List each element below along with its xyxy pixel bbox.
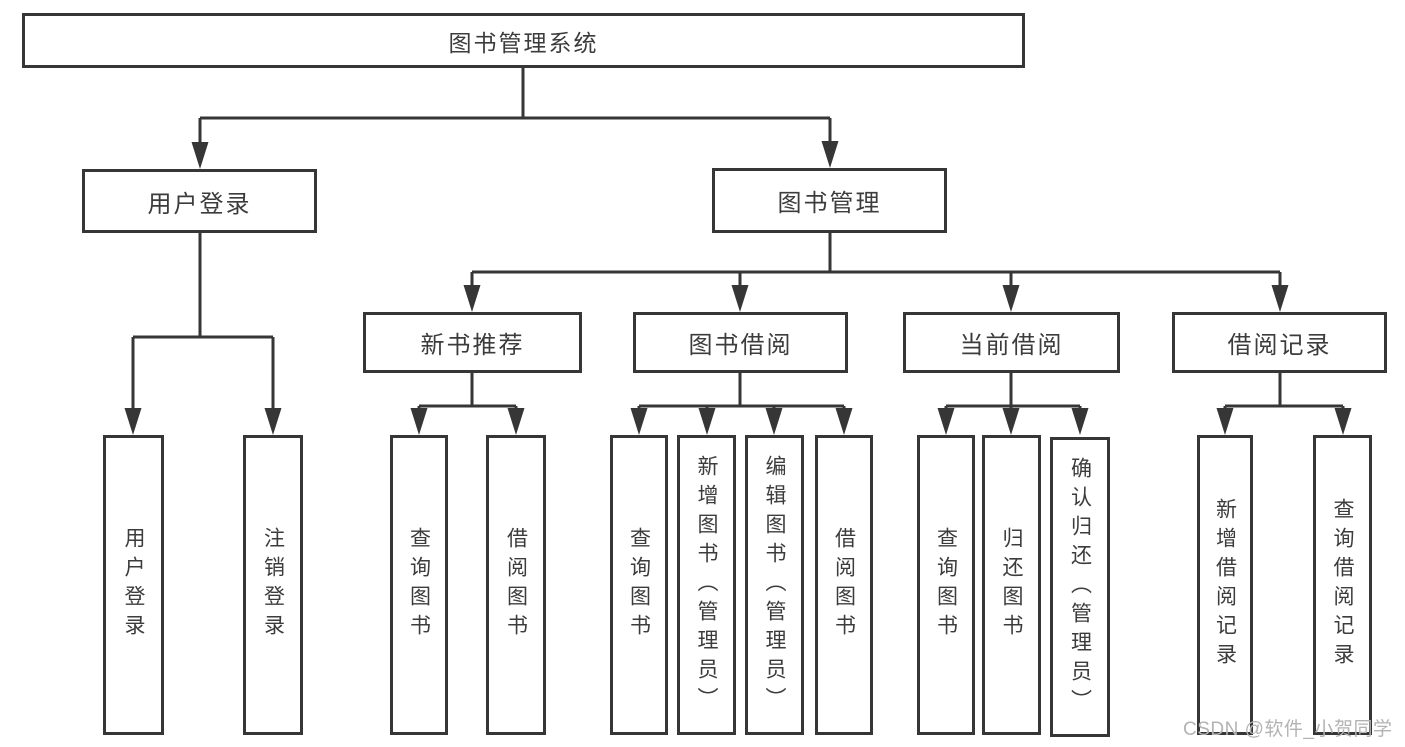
arrowheads (124, 141, 1352, 435)
leaf-user-login: 用户登录 (103, 435, 164, 735)
arrowheads-level2 (191, 141, 839, 169)
leaf-query-books-2-label: 查询图书 (627, 527, 651, 643)
node-book-management-label: 图书管理 (777, 190, 882, 217)
node-root-label: 图书管理系统 (448, 29, 599, 56)
arrowheads-current-borrow-leaves (937, 408, 1089, 435)
leaf-user-login-label: 用户登录 (122, 527, 145, 643)
arrowheads-book-borrow-leaves (630, 408, 853, 435)
leaf-borrow-books-1: 借阅图书 (486, 435, 546, 735)
leaf-logout-label: 注销登录 (261, 527, 285, 643)
connector-borrow-records-subtree (1223, 373, 1345, 412)
leaf-add-book-admin: 新增图书（管理员） (677, 435, 736, 735)
leaf-query-borrow-record-label: 查询借阅记录 (1331, 498, 1354, 672)
leaf-add-borrow-record-label: 新增借阅记录 (1213, 498, 1237, 672)
leaf-add-book-admin-label: 新增图书（管理员） (695, 454, 718, 716)
node-book-management: 图书管理 (712, 168, 947, 233)
leaf-query-books-3: 查询图书 (917, 435, 975, 735)
leaf-query-books-1: 查询图书 (390, 435, 448, 735)
node-new-book-recommend-label: 新书推荐 (420, 332, 525, 359)
arrowheads-user-login-leaves (124, 408, 282, 435)
leaf-logout: 注销登录 (243, 435, 303, 735)
arrowheads-new-book-leaves (410, 408, 525, 435)
leaf-return-books-label: 归还图书 (1000, 527, 1023, 643)
arrowheads-level3 (463, 285, 1289, 312)
leaf-add-borrow-record: 新增借阅记录 (1197, 435, 1253, 735)
node-current-borrow: 当前借阅 (903, 312, 1120, 373)
connector-root-to-level2 (198, 68, 832, 145)
node-book-borrow: 图书借阅 (633, 312, 848, 373)
node-borrow-records-label: 借阅记录 (1227, 332, 1332, 359)
node-user-login-label: 用户登录 (147, 190, 252, 218)
connector-strokes (131, 68, 1345, 412)
leaf-borrow-books-2-label: 借阅图书 (832, 527, 856, 643)
node-new-book-recommend: 新书推荐 (363, 312, 582, 373)
node-root-system: 图书管理系统 (22, 13, 1025, 68)
leaf-return-books: 归还图书 (982, 435, 1041, 735)
node-borrow-records: 借阅记录 (1172, 312, 1387, 373)
connector-current-borrow-subtree (944, 373, 1082, 412)
node-current-borrow-label: 当前借阅 (959, 332, 1064, 359)
leaf-confirm-return-admin-label: 确认归还（管理员） (1068, 456, 1092, 718)
leaf-query-books-1-label: 查询图书 (407, 527, 431, 643)
csdn-watermark: CSDN @软件_小贺同学 (1183, 719, 1393, 740)
node-user-login: 用户登录 (82, 169, 317, 233)
connector-book-borrow-subtree (637, 373, 846, 412)
leaf-query-books-2: 查询图书 (610, 435, 668, 735)
leaf-borrow-books-1-label: 借阅图书 (504, 527, 528, 643)
leaf-edit-book-admin: 编辑图书（管理员） (745, 435, 804, 735)
leaf-confirm-return-admin: 确认归还（管理员） (1050, 437, 1110, 737)
node-book-borrow-label: 图书借阅 (688, 332, 793, 359)
connector-book-mgmt-subtree (470, 232, 1282, 288)
leaf-query-books-3-label: 查询图书 (934, 527, 958, 643)
arrowheads-borrow-records-leaves (1216, 408, 1352, 435)
leaf-edit-book-admin-label: 编辑图书（管理员） (763, 454, 786, 716)
leaf-query-borrow-record: 查询借阅记录 (1313, 435, 1372, 735)
leaf-borrow-books-2: 借阅图书 (815, 435, 873, 735)
connector-user-login-subtree (131, 233, 275, 412)
connector-new-book-subtree (417, 373, 518, 412)
